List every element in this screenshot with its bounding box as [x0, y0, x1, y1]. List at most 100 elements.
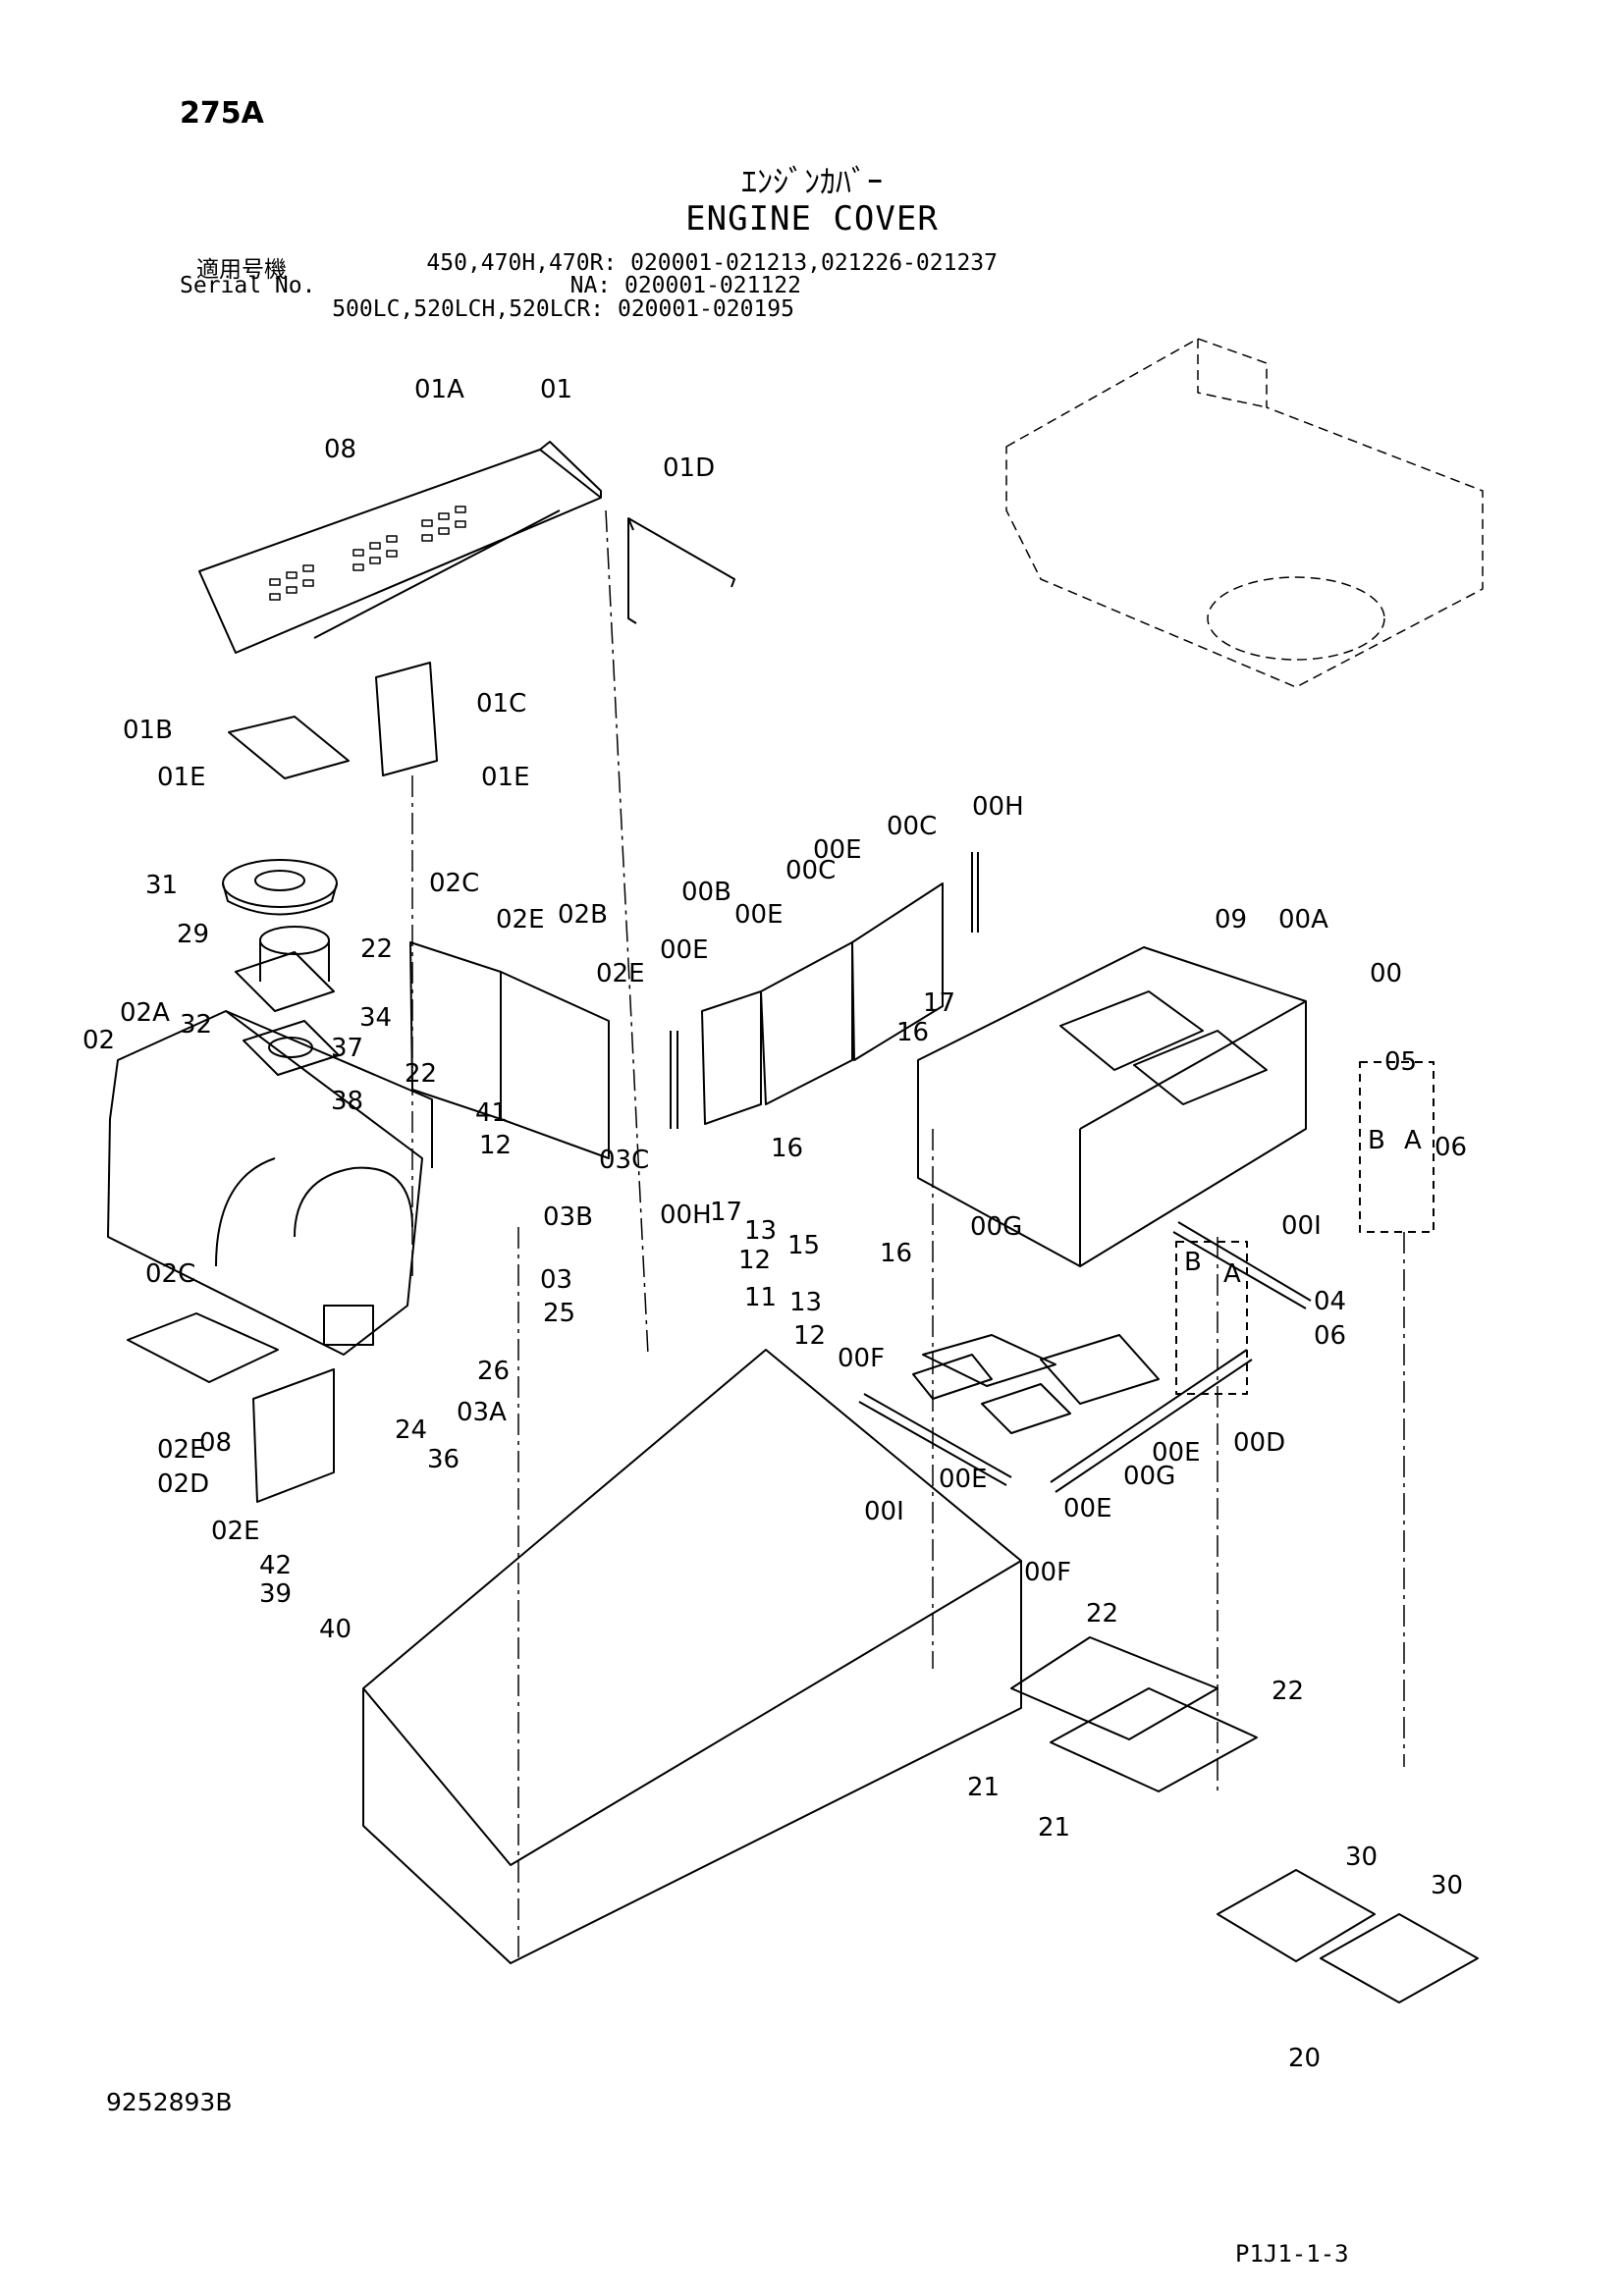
part-callout-label: 00H: [660, 1201, 712, 1230]
part-callout-label: 34: [359, 1003, 392, 1033]
page-number: 275A: [180, 96, 264, 131]
plate-part: [375, 662, 438, 776]
title-english: ENGINE COVER: [685, 199, 939, 239]
part-callout-label: 00F: [1024, 1558, 1071, 1587]
part-callout-label: 01B: [123, 716, 173, 745]
part-callout-label: 22: [1086, 1599, 1118, 1629]
part-callout-label: 00E: [813, 835, 862, 865]
document-number: 9252893B: [106, 2088, 233, 2116]
part-callout-label: 00G: [1123, 1462, 1175, 1491]
part-callout-label: 40: [319, 1615, 352, 1644]
part-callout-label: 42: [259, 1551, 292, 1580]
part-callout-label: 00A: [1278, 905, 1328, 934]
plate-part: [228, 716, 350, 779]
part-callout-label: 20: [1288, 2044, 1321, 2073]
part-callout-label: 41: [475, 1098, 508, 1128]
seal-strip-part: [627, 517, 735, 588]
title-japanese: ｴﾝｼﾞﾝｶﾊﾞｰ: [740, 163, 883, 200]
part-callout-label: 22: [360, 934, 393, 964]
part-callout-label: 15: [787, 1231, 820, 1260]
part-callout-label: 03C: [599, 1146, 649, 1175]
serial-row: 500LC,520LCH,520LCR: 020001-020195: [332, 296, 794, 322]
part-callout-label: 00B: [681, 878, 731, 907]
part-callout-label: A: [1223, 1259, 1241, 1289]
frame-part: [362, 1349, 1022, 1964]
part-callout-label: 00D: [1233, 1428, 1285, 1458]
part-callout-label: 04: [1314, 1287, 1346, 1316]
part-callout-label: 02B: [558, 900, 608, 930]
part-callout-label: 06: [1314, 1321, 1346, 1351]
part-callout-label: 24: [395, 1415, 427, 1445]
figure-code: P1J1-1-3: [1235, 2240, 1349, 2268]
part-callout-label: 02: [82, 1026, 115, 1055]
part-callout-label: 12: [793, 1321, 826, 1351]
part-callout-label: 00E: [939, 1465, 988, 1494]
part-callout-label: 01A: [414, 375, 464, 404]
step-plate-part: [1320, 1913, 1479, 2003]
part-callout-label: 22: [405, 1059, 437, 1089]
top-cover-part: [198, 441, 602, 654]
part-callout-label: 26: [477, 1357, 510, 1386]
part-callout-label: 16: [771, 1134, 803, 1163]
part-callout-label: 29: [177, 920, 209, 949]
part-callout-label: 02C: [429, 869, 479, 898]
part-callout-label: 21: [1038, 1813, 1070, 1842]
part-callout-label: 02E: [596, 959, 645, 988]
part-callout-label: 00I: [1281, 1211, 1322, 1241]
panel-part: [409, 941, 502, 1120]
cap-part: [222, 859, 338, 908]
part-callout-label: 38: [331, 1087, 363, 1116]
part-callout-label: 13: [789, 1288, 822, 1317]
part-callout-label: 00F: [838, 1344, 885, 1373]
inset-machine-view: [1005, 338, 1484, 688]
part-callout-label: 32: [180, 1010, 212, 1040]
part-callout-label: 03: [540, 1265, 572, 1295]
serial-row: NA: 020001-021122: [569, 273, 801, 298]
part-callout-label: A: [1404, 1126, 1422, 1155]
part-callout-label: 30: [1431, 1871, 1463, 1900]
part-callout-label: 00E: [1063, 1494, 1112, 1523]
part-callout-label: 11: [744, 1283, 777, 1312]
part-callout-label: 25: [543, 1299, 575, 1328]
part-callout-label: 03A: [457, 1398, 507, 1427]
part-callout-label: 39: [259, 1579, 292, 1609]
part-callout-label: 08: [324, 435, 356, 464]
part-callout-label: 00E: [734, 900, 784, 930]
part-callout-label: 06: [1435, 1133, 1467, 1162]
part-callout-label: 12: [479, 1131, 512, 1160]
part-callout-label: 05: [1384, 1047, 1417, 1077]
part-callout-label: 02C: [145, 1259, 195, 1289]
part-callout-label: 02D: [157, 1469, 209, 1499]
part-callout-label: 03B: [543, 1202, 593, 1232]
part-callout-label: 01C: [476, 689, 526, 719]
part-callout-label: 01E: [157, 763, 206, 792]
part-callout-label: 01D: [663, 454, 715, 483]
part-callout-label: 00G: [970, 1212, 1022, 1242]
part-callout-label: 01E: [481, 763, 530, 792]
part-callout-label: 17: [710, 1198, 742, 1227]
part-callout-label: 00I: [864, 1497, 904, 1526]
part-callout-label: 13: [744, 1216, 777, 1246]
step-plate-part: [1050, 1687, 1258, 1792]
part-callout-label: 12: [738, 1246, 771, 1275]
part-callout-label: 08: [199, 1428, 232, 1458]
part-callout-label: 00C: [887, 812, 937, 841]
part-callout-label: 02E: [157, 1435, 206, 1465]
main-cover-part: [917, 946, 1307, 1267]
part-callout-label: 00: [1370, 959, 1402, 988]
part-callout-label: 09: [1215, 905, 1247, 934]
part-callout-label: 00E: [1152, 1438, 1201, 1468]
part-callout-label: 16: [896, 1018, 929, 1047]
part-callout-label: 22: [1272, 1677, 1304, 1706]
part-callout-label: 31: [145, 871, 178, 900]
serial-label-japanese: 適用号機: [196, 257, 287, 283]
part-callout-label: 02E: [211, 1517, 260, 1546]
part-callout-label: 01: [540, 375, 572, 404]
side-cover-part: [107, 1010, 433, 1356]
part-callout-label: 36: [427, 1445, 460, 1474]
part-callout-label: 00H: [972, 792, 1024, 822]
part-callout-label: 30: [1345, 1842, 1378, 1872]
part-callout-label: 02A: [120, 998, 170, 1028]
serial-label-english: Serial No.: [180, 273, 316, 298]
